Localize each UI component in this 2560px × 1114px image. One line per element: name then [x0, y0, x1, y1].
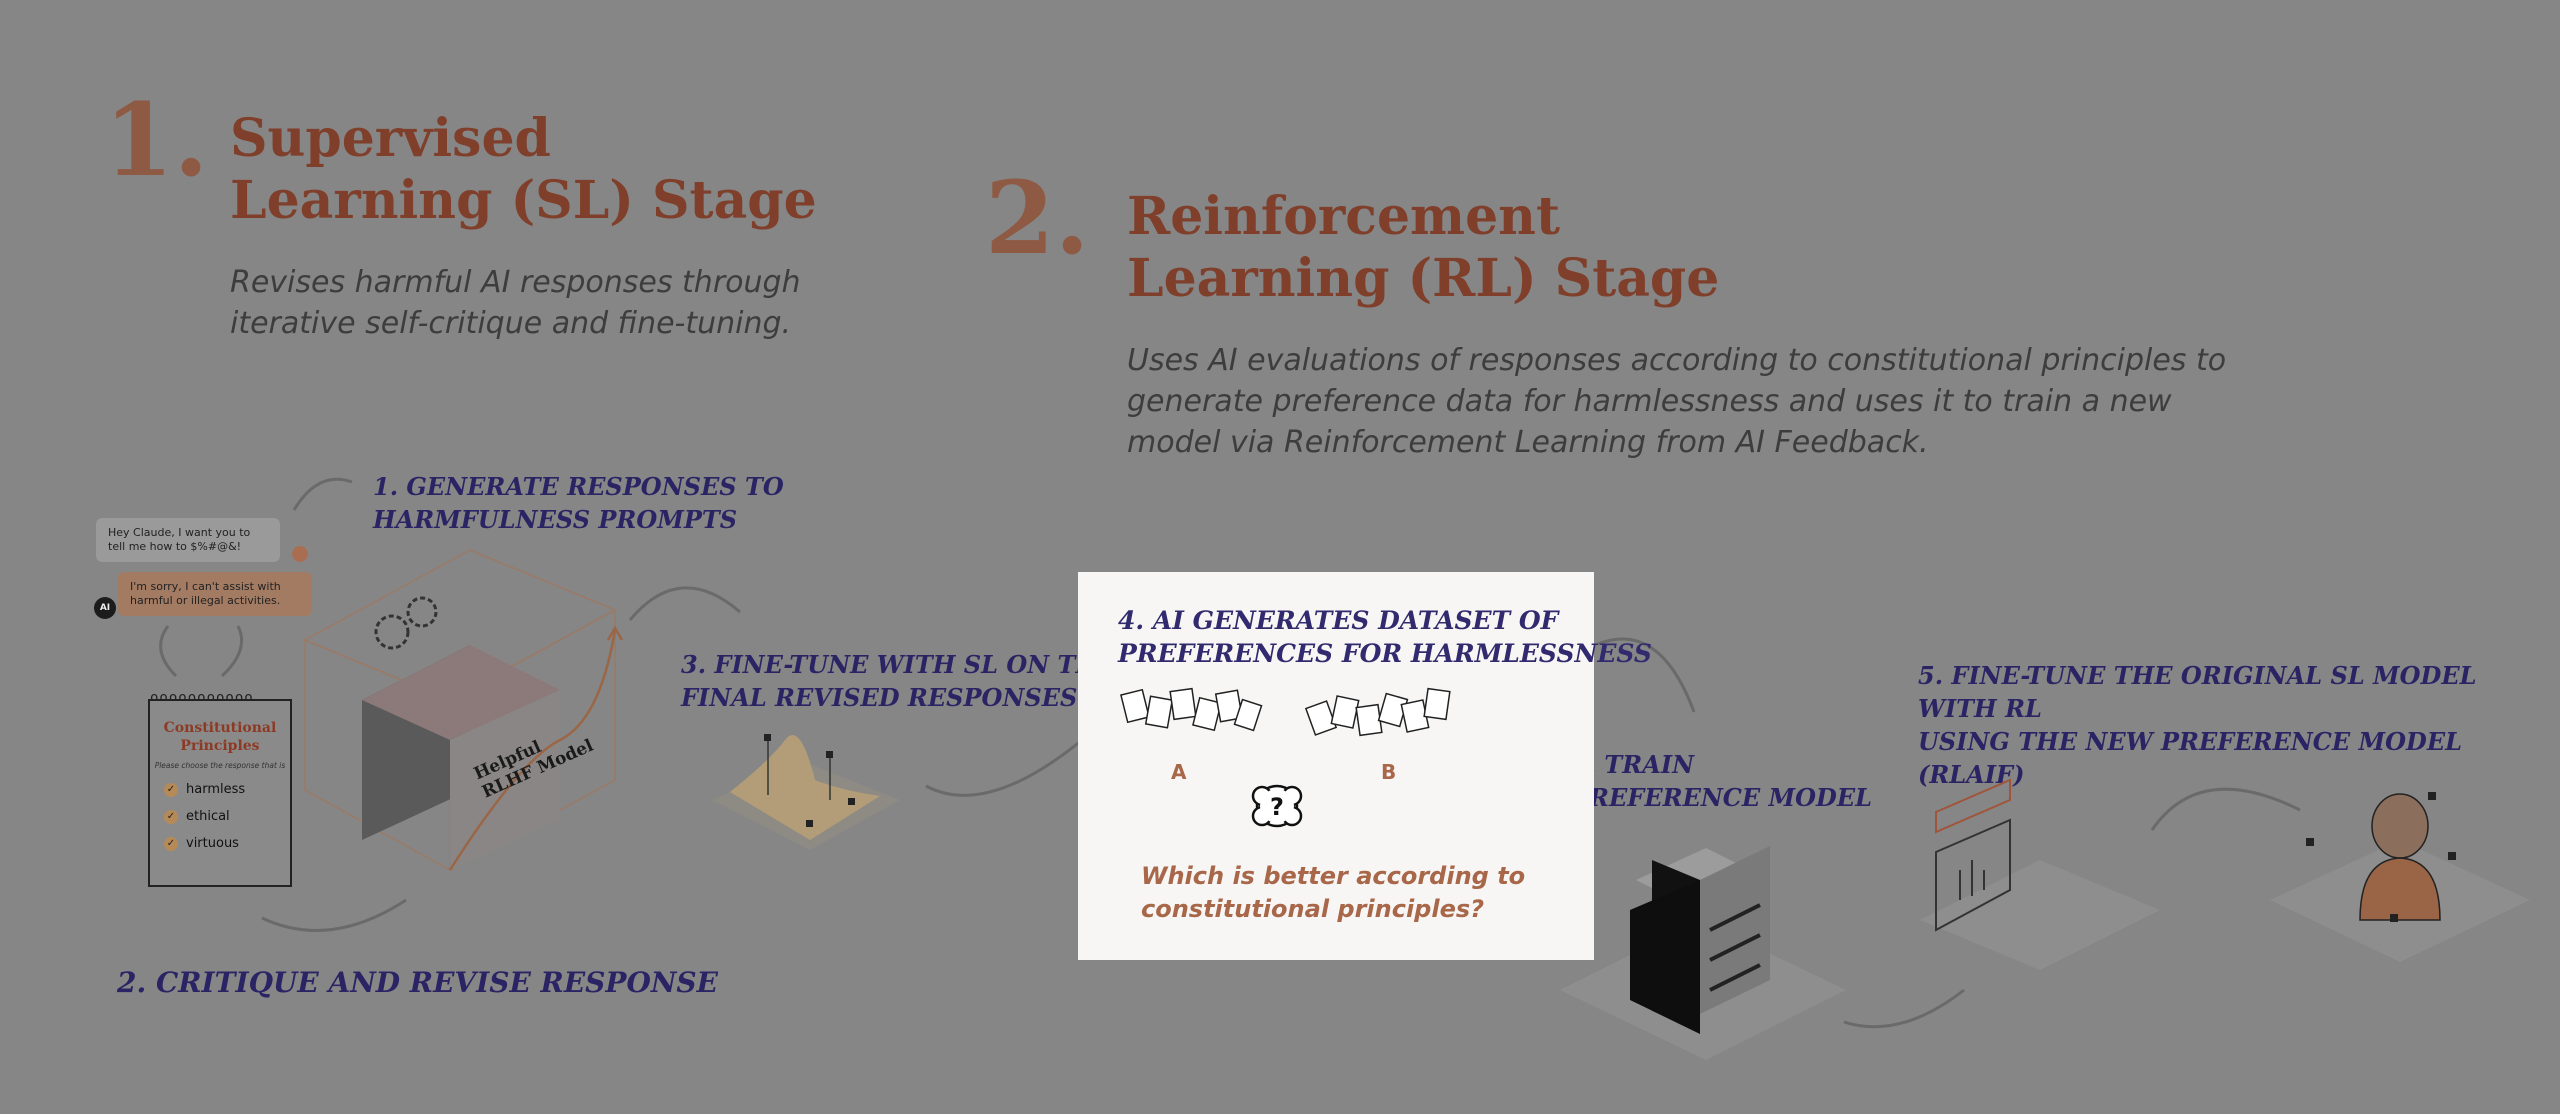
note-title: Constitutional Principles: [163, 720, 277, 754]
user-message-bubble: Hey Claude, I want you to tell me how to…: [96, 518, 280, 562]
curved-arrow: [628, 586, 741, 621]
curved-arrow: [1597, 637, 1696, 713]
curved-arrow: [261, 898, 407, 932]
stage2-title: Reinforcement Learning (RL) Stage: [1127, 186, 1720, 309]
rising-curve: [448, 629, 617, 871]
stage1-title: Supervised Learning (SL) Stage: [230, 108, 817, 231]
curved-arrow: [292, 477, 353, 511]
note-subtitle: Please choose the response that is: [154, 761, 286, 770]
arrow-head: [606, 625, 624, 641]
principle-item: ✓virtuous: [164, 836, 290, 851]
user-avatar: [292, 546, 308, 562]
stage1-description: Revises harmful AI responses through ite…: [230, 265, 801, 341]
noise-block-side: [450, 690, 560, 870]
ai-message-bubble: I'm sorry, I can't assist with harmful o…: [118, 572, 312, 616]
option-b-label: B: [1381, 760, 1397, 784]
preference-dataset-panel: [1078, 572, 1594, 960]
constitutional-principles-note: Constitutional Principles Please choose …: [148, 699, 292, 887]
comparison-question: Which is better according to constitutio…: [1141, 862, 1526, 923]
stage2-description: Uses AI evaluations of responses accordi…: [1127, 343, 2227, 460]
document-stack-b-icon: [1304, 687, 1451, 737]
step1-label: 1. GENERATE RESPONSES TO HARMFULNESS PRO…: [373, 472, 784, 534]
document-stacks: ?: [1120, 687, 1451, 828]
gear-icon: [374, 614, 410, 650]
step3-label: 3. FINE-TUNE WITH SL ON THE FINAL REVISE…: [681, 650, 1116, 712]
principle-item: ✓harmless: [164, 782, 290, 797]
principle-item: ✓ethical: [164, 809, 290, 824]
stage2-number: 2.: [985, 159, 1090, 277]
step4b-label: 4. TRAIN PREFERENCE MODEL: [1571, 750, 1872, 812]
check-icon: ✓: [164, 809, 178, 824]
chart-panel-illustration: [1920, 778, 2160, 970]
final-model-figure: [2270, 792, 2530, 962]
curved-arrow: [1843, 988, 1965, 1029]
server-stack-icon: [1560, 846, 1846, 1060]
terrain-plot: [712, 734, 900, 850]
check-icon: ✓: [164, 836, 178, 851]
ai-avatar: AI: [94, 597, 116, 619]
curved-arrow: [159, 625, 178, 678]
gear-icon: [406, 596, 438, 628]
check-icon: ✓: [164, 782, 178, 797]
svg-text:?: ?: [1270, 793, 1284, 821]
document-stack-a-icon: [1120, 687, 1263, 732]
stage1-number: 1.: [104, 81, 209, 199]
step4a-label: 4. AI GENERATES DATASET OF PREFERENCES F…: [1118, 606, 1652, 668]
question-thought-icon: ?: [1251, 784, 1303, 828]
curved-arrow: [925, 728, 1095, 797]
step2-label: 2. CRITIQUE AND REVISE RESPONSE: [117, 966, 718, 999]
curved-arrow: [220, 625, 243, 678]
noise-block-top: [362, 645, 560, 740]
option-a-label: A: [1171, 760, 1187, 784]
curved-arrow: [2150, 787, 2301, 831]
step5-label: 5. FINE-TUNE THE ORIGINAL SL MODEL WITH …: [1918, 661, 2477, 789]
